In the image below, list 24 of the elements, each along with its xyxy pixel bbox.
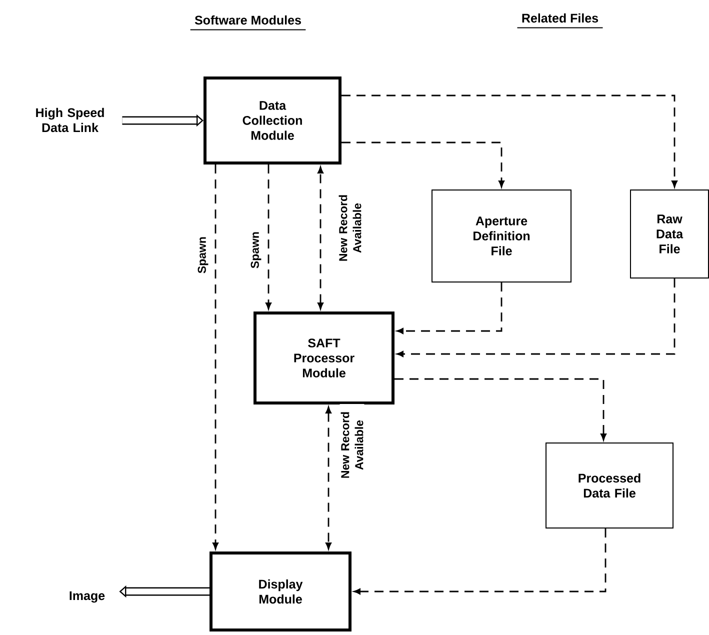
edge-label: New Record Available — [340, 404, 364, 486]
dashed-arrow — [318, 166, 324, 310]
module-box: Display Module — [210, 552, 352, 632]
dashed-arrow — [212, 164, 218, 550]
edge-label: Spawn — [250, 209, 262, 291]
dashed-arrow — [396, 278, 676, 357]
dashed-arrow — [342, 142, 504, 188]
file-box: Processed Data File — [546, 442, 674, 528]
edge-label: Spawn — [196, 214, 210, 296]
edge-label: New Record Available — [338, 187, 362, 269]
file-box: Raw Data File — [630, 190, 709, 278]
module-box: SAFT Processor Module — [254, 312, 394, 404]
module-box: Data Collection Module — [204, 76, 342, 164]
file-box: Aperture Definition File — [432, 190, 572, 282]
output-label: Image — [70, 591, 105, 603]
dashed-arrow — [394, 378, 606, 440]
input-label: High Speed Data Link — [36, 108, 104, 132]
dashed-arrow — [326, 406, 332, 550]
dashed-arrow — [266, 164, 272, 310]
column-heading: Software Modules — [190, 15, 306, 30]
dashed-arrow — [354, 528, 606, 594]
dashed-arrow — [342, 94, 678, 188]
column-heading: Related Files — [516, 13, 604, 28]
dashed-arrow — [396, 282, 502, 334]
